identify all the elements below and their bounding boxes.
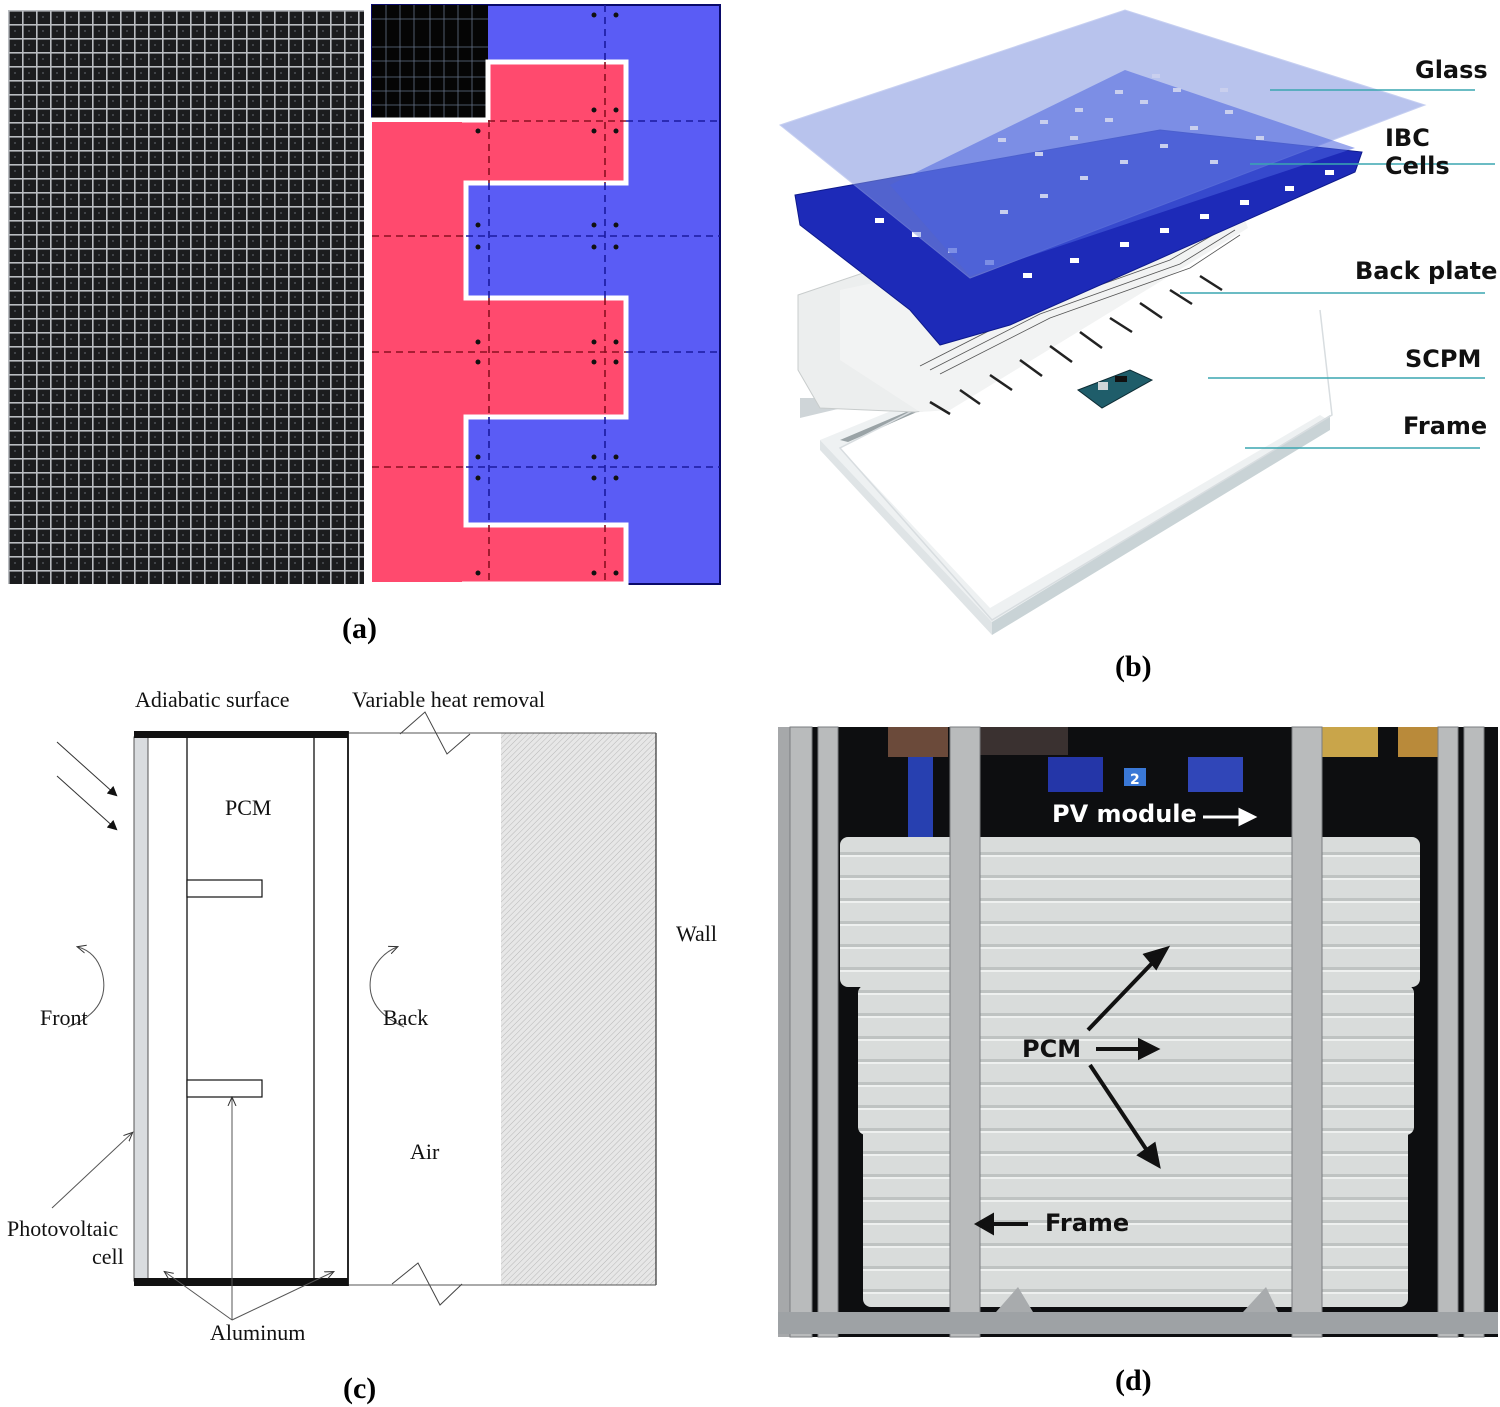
adiabatic-top: [134, 731, 348, 738]
pv-cell-strip: [133, 736, 149, 1282]
label-pcm-photo: PCM: [1022, 1035, 1082, 1063]
label-air: Air: [410, 1139, 440, 1164]
label-cell: cell: [92, 1244, 124, 1269]
label-wall: Wall: [676, 921, 717, 946]
pv-pcm-cross-section: [51, 711, 657, 1321]
fin-bottom: [186, 1079, 263, 1098]
label-front: Front: [40, 1005, 88, 1030]
ibc-layout-diagram: [369, 4, 721, 587]
label-frame: Frame: [1403, 412, 1488, 440]
experimental-setup-photo: [778, 726, 1498, 1338]
label-frame-photo: Frame: [1045, 1209, 1130, 1237]
sign-number: [1124, 768, 1146, 786]
caption-c: (c): [343, 1372, 377, 1405]
label-pv-module: PV module: [1052, 800, 1197, 828]
label-pcm: PCM: [225, 795, 272, 820]
label-adiabatic-surface: Adiabatic surface: [135, 687, 290, 712]
wall-region: [501, 733, 656, 1285]
caption-a: (a): [342, 612, 377, 645]
label-back-plate: Back plate: [1355, 257, 1498, 285]
caption-d: (d): [1115, 1364, 1152, 1397]
solar-cell-grid-photo: [8, 10, 364, 584]
aluminum-frame: [789, 726, 1485, 1338]
label-aluminum: Aluminum: [210, 1320, 306, 1345]
sign-text: 2: [1130, 772, 1140, 788]
scpm-board: [1076, 369, 1154, 409]
label-scpm: SCPM: [1405, 345, 1482, 373]
pcm-panel-middle: [858, 985, 1414, 1135]
pcm-panel-bottom: [863, 1125, 1408, 1307]
aluminum-bottom: [134, 1278, 348, 1286]
glass-layer: [778, 9, 1427, 279]
fin-top: [186, 879, 263, 898]
caption-b: (b): [1115, 650, 1152, 683]
label-ibc-cells: IBC Cells: [1385, 124, 1450, 180]
label-glass: Glass: [1415, 56, 1488, 84]
exploded-module-diagram: [778, 9, 1495, 635]
label-back: Back: [383, 1005, 429, 1030]
label-variable-heat-removal: Variable heat removal: [352, 687, 546, 712]
pcm-panel-top: [840, 837, 1420, 987]
label-photovoltaic: Photovoltaic: [7, 1216, 119, 1241]
